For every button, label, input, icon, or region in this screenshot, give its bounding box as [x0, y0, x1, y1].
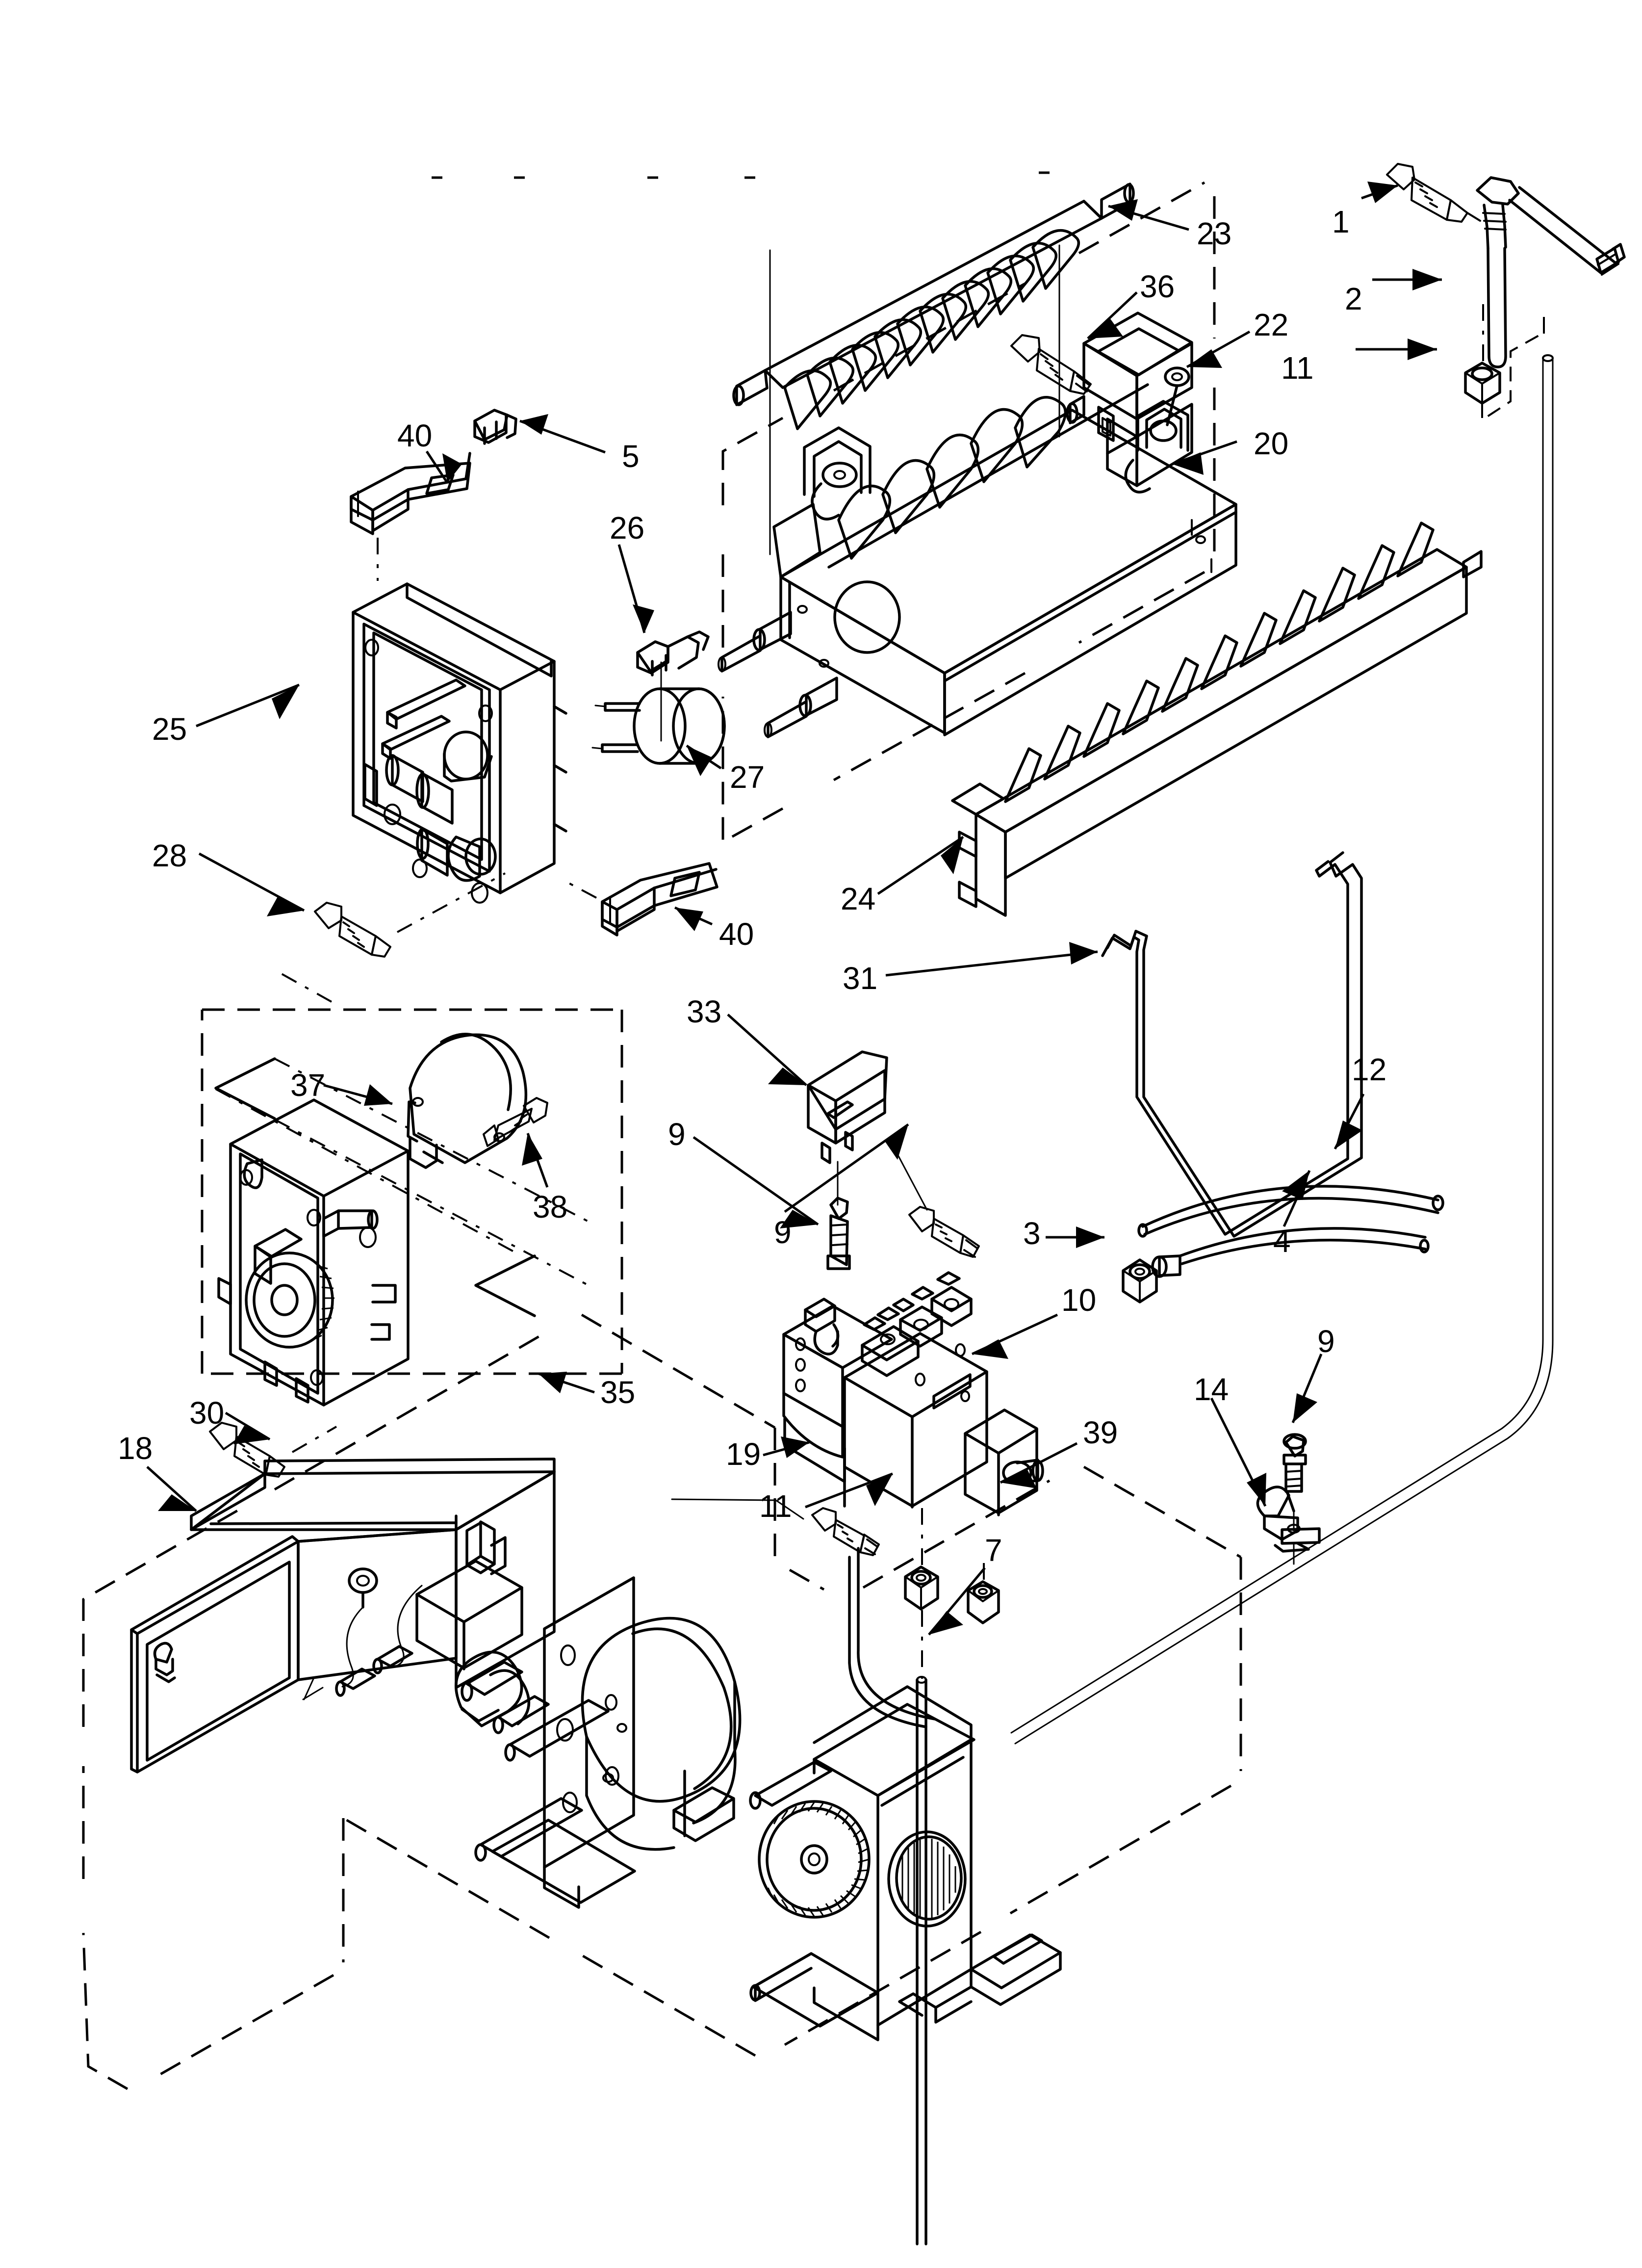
housing-screw — [314, 872, 506, 958]
callout-39: 39 — [1083, 1415, 1118, 1450]
supply-tube — [916, 1676, 927, 2245]
callout-26: 26 — [610, 510, 645, 546]
callout-40-upper: 40 — [397, 418, 433, 453]
callout-31: 31 — [843, 961, 878, 996]
water-valve — [782, 1271, 1044, 1516]
callout-1: 1 — [1332, 204, 1350, 239]
callout-28: 28 — [152, 838, 187, 873]
callout-4: 4 — [1273, 1224, 1291, 1259]
gearcase-screw — [209, 1422, 337, 1478]
cover-screw-right — [892, 1144, 980, 1258]
fill-tube-group — [1010, 163, 1626, 1745]
ejector-blade — [732, 182, 1135, 430]
icemaker-housing — [352, 582, 567, 904]
callout-20: 20 — [1254, 426, 1289, 461]
fill-tube-nut — [1464, 362, 1501, 405]
valve-screw — [671, 1498, 880, 1556]
callout-24: 24 — [841, 881, 876, 916]
callout-30: 30 — [189, 1395, 225, 1431]
callout-23: 23 — [1197, 216, 1232, 251]
callout-9-left: 9 — [668, 1117, 686, 1152]
callout-2: 2 — [1345, 281, 1362, 316]
icemaker-motor — [591, 661, 726, 765]
fill-tube — [1476, 176, 1626, 368]
callout-35: 35 — [600, 1375, 636, 1410]
motor-cover — [407, 1033, 528, 1169]
upper-retainer-clip — [350, 452, 471, 581]
callout-27: 27 — [730, 759, 765, 795]
callout-12: 12 — [1352, 1052, 1387, 1087]
callout-25: 25 — [152, 711, 187, 747]
callout-40-lower: 40 — [719, 916, 754, 952]
callout-33: 33 — [687, 994, 722, 1029]
lower-retainer-clip — [566, 862, 718, 937]
motor-clip — [636, 630, 710, 677]
fill-cup-cover — [807, 1050, 888, 1206]
gearcase-plate — [217, 1098, 410, 1407]
ice-stripper — [951, 521, 1483, 917]
motor-module-group — [201, 968, 623, 1478]
top-tick-marks — [432, 171, 1050, 179]
mold-screw — [1010, 334, 1092, 395]
callout-38: 38 — [533, 1189, 568, 1225]
callout-14: 14 — [1194, 1372, 1229, 1407]
callout-19: 19 — [726, 1436, 761, 1472]
callout-11-fill: 11 — [1281, 350, 1314, 386]
callout-5: 5 — [622, 439, 640, 474]
callout-22: 22 — [1254, 307, 1289, 342]
fill-tube-screw — [1386, 163, 1481, 223]
upper-clip-target — [473, 409, 517, 445]
tube-nut — [1122, 1258, 1158, 1303]
shutoff-arm — [1101, 851, 1363, 1238]
valve-sleeve — [967, 1558, 1000, 1624]
blower-wheel — [758, 1800, 871, 1919]
leader-lines — [146, 182, 1442, 1636]
clamp-screw — [1283, 1433, 1307, 1565]
valve-nut — [904, 1506, 939, 1679]
callout-37: 37 — [290, 1068, 326, 1103]
callout-7: 7 — [985, 1533, 1002, 1568]
callout-36: 36 — [1140, 269, 1175, 304]
water-tube-upper — [1137, 1185, 1444, 1238]
icemaker-mold-assembly — [718, 181, 1237, 844]
callout-9-clamp: 9 — [1317, 1324, 1335, 1359]
icemaker-fan-housing — [82, 1313, 1242, 2090]
callout-9-right: 9 — [774, 1215, 792, 1250]
callout-11-valve: 11 — [759, 1488, 792, 1524]
callout-18: 18 — [118, 1431, 153, 1466]
supply-tube-right — [1010, 354, 1554, 1745]
callout-10: 10 — [1061, 1282, 1097, 1318]
callout-3: 3 — [1023, 1216, 1041, 1251]
cover-screw-left — [826, 1197, 851, 1270]
water-fill-cup — [1066, 312, 1193, 487]
motor-cover-screw — [483, 1097, 548, 1147]
